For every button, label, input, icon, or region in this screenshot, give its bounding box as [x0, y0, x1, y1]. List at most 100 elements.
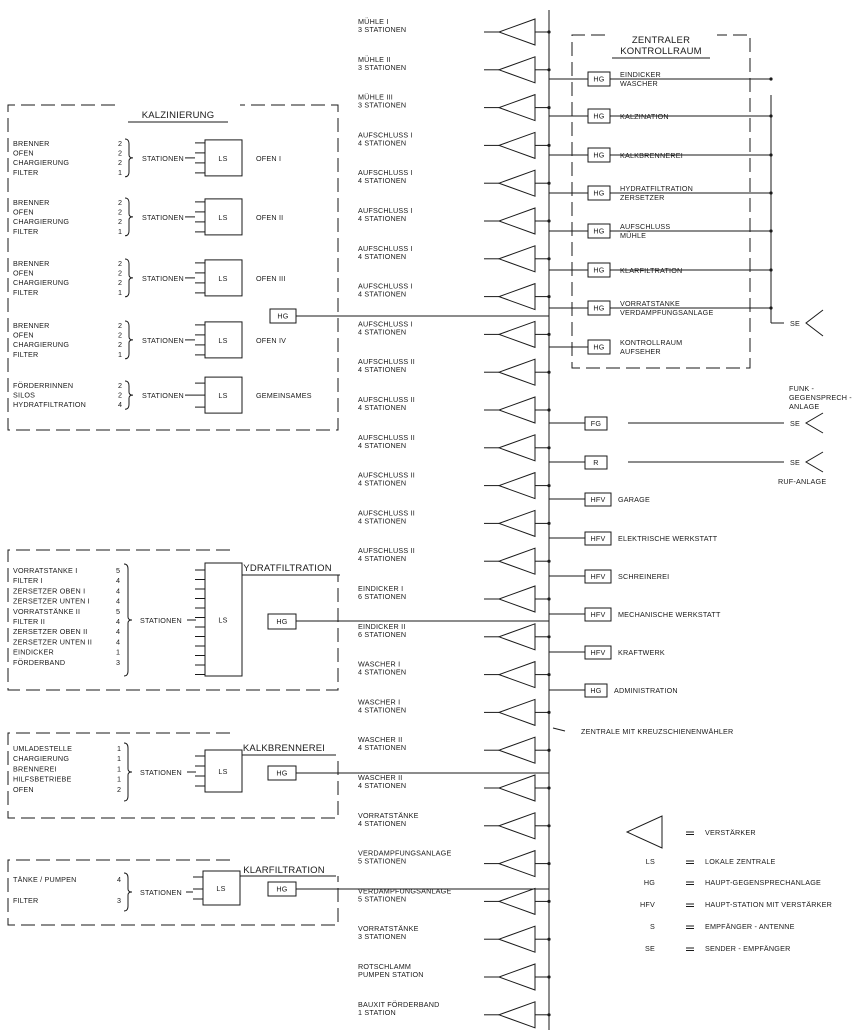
item-sublabel: VERDAMPFUNGSANLAGE — [620, 308, 713, 317]
station-count: 5 STATIONEN — [358, 857, 406, 866]
legend-item: VERSTÄRKER — [625, 815, 756, 849]
amplifier-station: AUFSCHLUSS II4 STATIONEN — [358, 508, 551, 538]
brace — [124, 138, 134, 178]
unit-name: BRENNER — [13, 198, 50, 207]
unit-name: FILTER — [13, 168, 38, 177]
station-name: VORRATSTÄNKE — [358, 924, 419, 933]
bus-node — [547, 219, 551, 223]
bus-node — [547, 862, 551, 866]
amplifier-station: AUFSCHLUSS II4 STATIONEN — [358, 357, 551, 386]
station-symbol-text: HFV — [591, 648, 606, 657]
station-count: 6 STATIONEN — [358, 592, 406, 601]
bus-node — [547, 257, 551, 261]
stationen-label: STATIONEN — [142, 274, 184, 283]
bus-node — [547, 673, 551, 677]
ls-block: LS — [195, 321, 243, 359]
hg-symbol-text: HG — [276, 617, 287, 626]
station-count: 4 STATIONEN — [358, 743, 406, 752]
ls-block-text: LS — [218, 767, 227, 776]
station-name: AUFSCHLUSS I — [358, 282, 413, 291]
kontrollraum-collector: SE — [770, 95, 824, 337]
unit-count: 4 — [116, 637, 120, 646]
brace — [123, 872, 133, 912]
amplifier-symbol — [497, 660, 536, 689]
amplifier-symbol — [497, 56, 536, 84]
amplifier-station: AUFSCHLUSS I4 STATIONEN — [358, 244, 551, 273]
station-count: 4 STATIONEN — [358, 138, 406, 147]
hg-symbol-text: HG — [277, 312, 288, 321]
amplifier-station: AUFSCHLUSS II4 STATIONEN — [358, 471, 551, 500]
ls-block-text: LS — [218, 336, 227, 345]
legend-desc: LOKALE ZENTRALE — [705, 857, 776, 866]
amplifier-symbol — [497, 774, 536, 802]
ruf-label: RUF-ANLAGE — [778, 477, 826, 486]
unit-name: OFEN — [13, 149, 34, 158]
bus-node — [547, 635, 551, 639]
station-symbol-text: HFV — [591, 572, 606, 581]
right-station: FG — [549, 416, 608, 431]
funk-label-3: ANLAGE — [789, 402, 819, 411]
right-station: HFV SCHREINEREI — [549, 569, 669, 584]
amplifier-symbol — [497, 1001, 536, 1029]
station-count: 4 STATIONEN — [358, 365, 406, 374]
kontrollraum-panel: ZENTRALER KONTROLLRAUM — [571, 34, 751, 369]
hg-symbol: HG — [587, 223, 611, 239]
unit-name: VORRATSTÄNKE II — [13, 607, 80, 616]
unit-name: FÖRDERBAND — [13, 658, 65, 667]
amplifier-symbol — [497, 547, 536, 575]
station-symbol-text: FG — [591, 419, 602, 428]
unit-name: FILTER I — [13, 576, 43, 585]
funk-anlage: SE FUNK - GEGENSPRECH - ANLAGE — [628, 384, 852, 434]
station-count: 4 STATIONEN — [358, 819, 406, 828]
amplifier-station: MÜHLE II3 STATIONEN — [358, 55, 551, 84]
funk-label-2: GEGENSPRECH - — [789, 393, 852, 402]
unit-name: VORRATSTANKE I — [13, 566, 77, 575]
unit-count: 4 — [116, 586, 120, 595]
unit-name: FÖRDERRINNEN — [13, 381, 73, 390]
station-name: MÜHLE III — [358, 93, 393, 102]
station-symbol-text: HFV — [591, 495, 606, 504]
brace — [124, 320, 134, 360]
bus-node — [547, 559, 551, 563]
unit-count: 2 — [118, 208, 122, 217]
amplifier-symbol — [497, 736, 536, 764]
station-name: VORRATSTÄNKE — [358, 811, 419, 820]
station-count: 4 STATIONEN — [358, 252, 406, 261]
bus-node — [547, 295, 551, 299]
station-name: ROTSCHLAMM — [358, 962, 411, 971]
unit-count: 1 — [118, 227, 122, 236]
station-label: SCHREINEREI — [618, 572, 669, 581]
station-symbol-text: R — [593, 458, 598, 467]
hg-symbol-text: HG — [593, 266, 604, 275]
unit-count: 1 — [117, 764, 121, 773]
unit-count: 2 — [118, 331, 122, 340]
unit-name: FILTER — [13, 227, 38, 236]
legend-symbol: LS — [646, 857, 655, 866]
amplifier-station: WASCHER II4 STATIONEN — [358, 773, 551, 802]
amplifier-symbol — [497, 585, 536, 613]
unit-count: 5 — [116, 607, 120, 616]
amplifier-symbol — [497, 282, 536, 311]
legend-desc: EMPFÄNGER - ANTENNE — [705, 922, 795, 931]
station-symbol-text: HFV — [591, 534, 606, 543]
bus-node — [547, 106, 551, 110]
bus-node — [547, 370, 551, 374]
item-label: KONTROLLRAUM — [620, 338, 682, 347]
unit-count: 2 — [118, 198, 122, 207]
hg-symbol-text: HG — [593, 304, 604, 313]
ls-block-frame — [204, 139, 243, 177]
klarfiltration-title: KLARFILTRATION — [243, 865, 325, 876]
unit-name: UMLADESTELLE — [13, 744, 72, 753]
